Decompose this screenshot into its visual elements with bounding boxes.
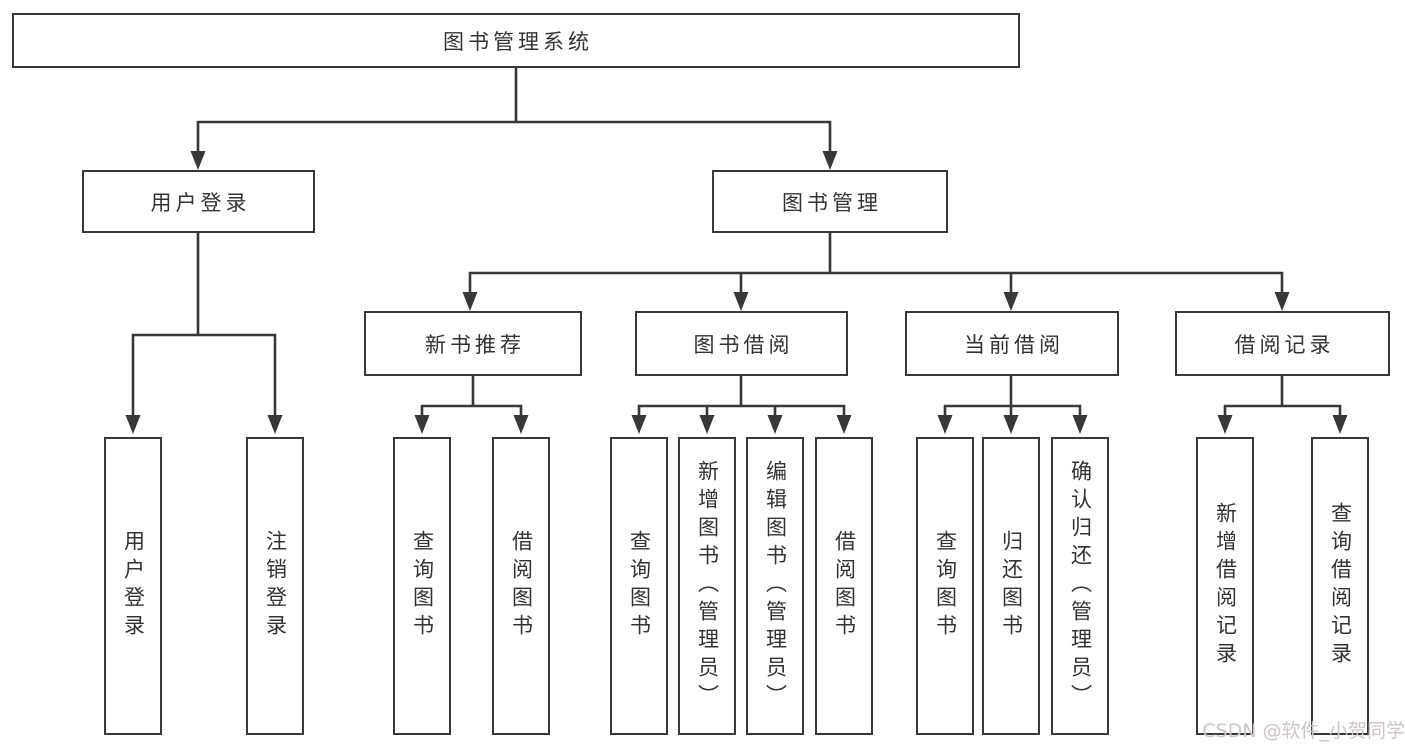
- root-node-system-title: 图书管理系统: [12, 13, 1020, 68]
- leaf-node-add-borrow-record: 新增借阅记录: [1196, 437, 1254, 735]
- leaf-node-add-books-admin: 新增图书（管理员）: [678, 437, 736, 735]
- leaf-node-borrow-books-1: 借阅图书: [492, 437, 550, 735]
- leaf-node-edit-books-admin: 编辑图书（管理员）: [746, 437, 804, 735]
- csdn-watermark: CSDN @软件_小贺同学: [1202, 720, 1405, 742]
- node-book-management: 图书管理: [712, 170, 948, 233]
- node-new-book-recommend: 新书推荐: [364, 311, 582, 376]
- node-book-borrow: 图书借阅: [635, 311, 848, 376]
- leaf-node-user-login: 用户登录: [104, 437, 162, 735]
- leaf-node-return-books: 归还图书: [982, 437, 1040, 735]
- node-current-borrow: 当前借阅: [905, 311, 1119, 376]
- leaf-node-borrow-books-2: 借阅图书: [815, 437, 873, 735]
- node-user-login: 用户登录: [82, 170, 315, 233]
- leaf-node-query-borrow-record: 查询借阅记录: [1311, 437, 1369, 735]
- arrowhead-icons: [125, 151, 1348, 434]
- leaf-node-query-books-2: 查询图书: [610, 437, 668, 735]
- leaf-node-confirm-return-admin: 确认归还（管理员）: [1051, 437, 1109, 735]
- leaf-node-query-books-3: 查询图书: [916, 437, 974, 735]
- leaf-node-query-books-1: 查询图书: [393, 437, 451, 735]
- node-borrow-records: 借阅记录: [1175, 311, 1390, 376]
- leaf-node-logout: 注销登录: [246, 437, 304, 735]
